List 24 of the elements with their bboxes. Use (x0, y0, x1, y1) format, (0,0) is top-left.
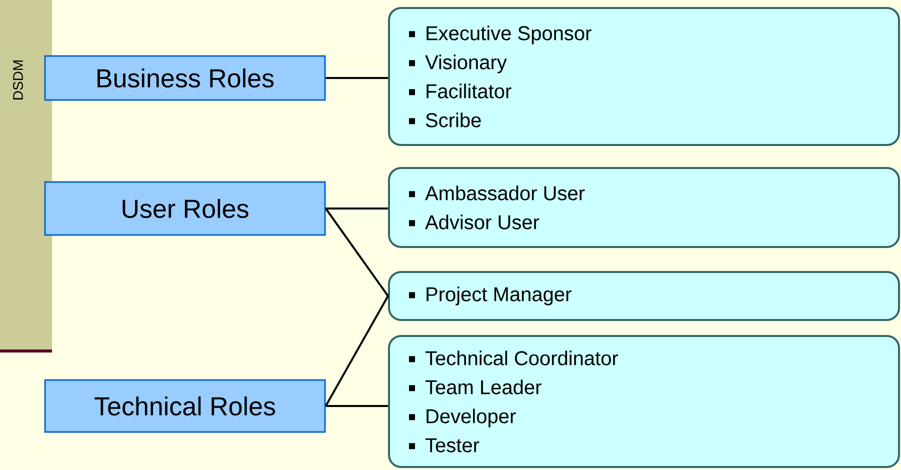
role-box: User Roles (44, 181, 326, 236)
bullet-item: Developer (409, 408, 516, 428)
connector-line (326, 208, 388, 210)
connector-line (324, 208, 389, 297)
role-list-box (388, 271, 900, 321)
bullet-item: Facilitator (409, 84, 512, 98)
bullet-item: Team Leader (409, 380, 542, 394)
bullet-item: Scribe (409, 112, 481, 128)
side-label: DSDM (13, 60, 23, 100)
bullet-item: Technical Coordinator (409, 350, 618, 366)
bullet-item: Project Manager (409, 286, 572, 306)
role-list-box (388, 7, 900, 146)
role-box: Technical Roles (44, 379, 326, 433)
bullet-item: Advisor User (409, 214, 540, 230)
connector-line (324, 296, 389, 406)
role-list-box (388, 167, 900, 248)
bullet-item: Ambassador User (409, 186, 585, 200)
bullet-item: Tester (409, 438, 480, 452)
connector-line (326, 77, 388, 79)
role-box: Business Roles (44, 55, 326, 101)
connector-line (326, 405, 388, 407)
role-list-box (388, 335, 900, 468)
bullet-item: Executive Sponsor (409, 26, 592, 44)
bullet-item: Visionary (409, 54, 507, 74)
